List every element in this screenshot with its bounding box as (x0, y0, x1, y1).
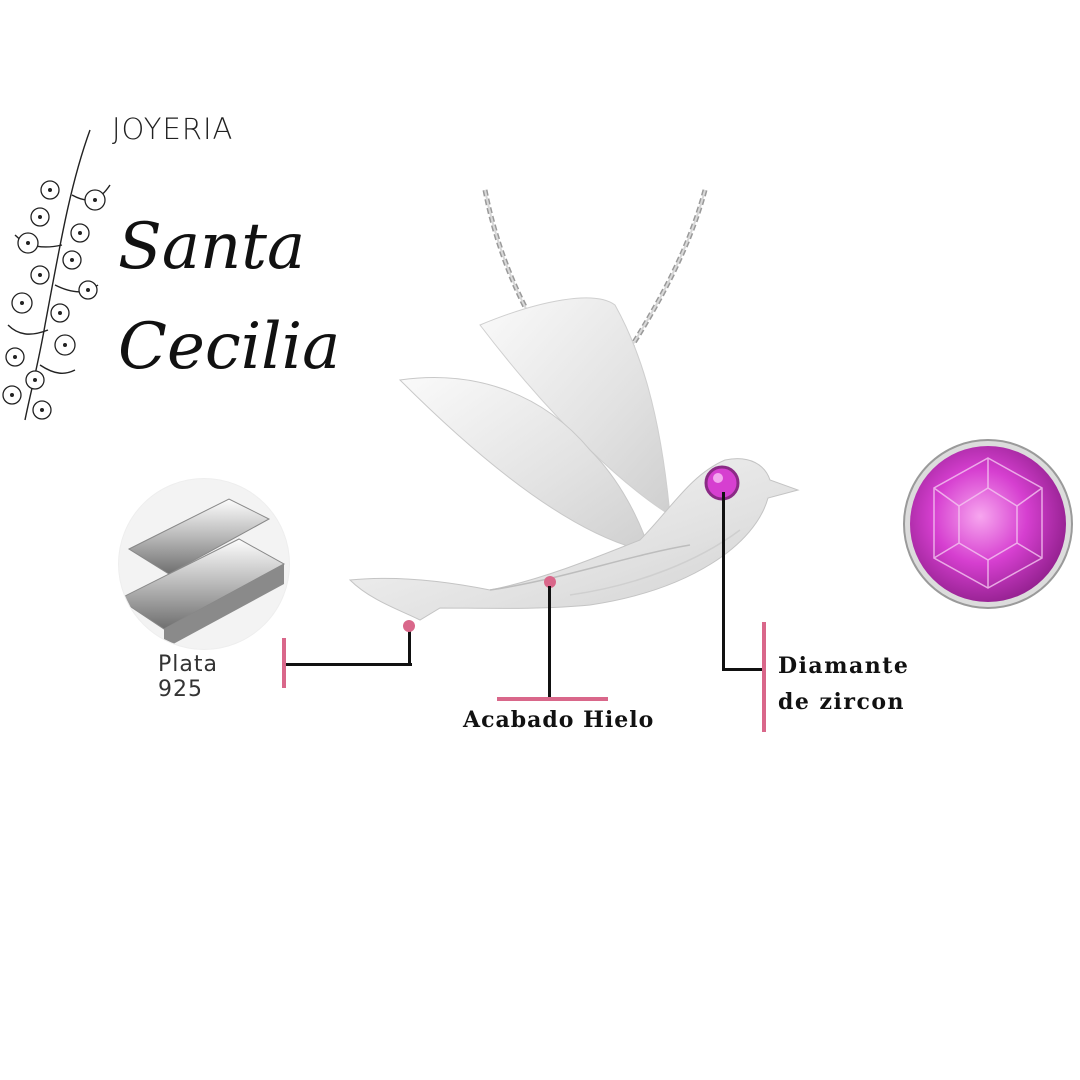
brand-name-line2: Cecilia (118, 310, 341, 384)
silver-bars-icon (119, 498, 286, 649)
silver-bars-thumbnail (118, 478, 290, 650)
stone-label-line2: de zircon (778, 689, 906, 715)
stone-label-line1: Diamante (778, 653, 910, 679)
zircon-gem-icon (903, 439, 1073, 609)
silver-callout-bar (282, 638, 286, 688)
silver-callout-dot (403, 620, 415, 632)
silver-callout-line-h (286, 663, 412, 666)
stone-label: Diamante de zircon (778, 648, 909, 720)
silver-callout-line-v (408, 627, 411, 666)
stone-callout-line-h (722, 668, 762, 671)
stone-callout-line-v (722, 492, 725, 670)
brand-prefix: JOYERIA (112, 112, 234, 146)
finish-callout-dot (544, 576, 556, 588)
silver-label-text: Plata 925 (158, 652, 218, 702)
finish-label-text: Acabado Hielo (463, 707, 655, 733)
brand-name-line1: Santa (118, 210, 306, 284)
stone-callout-bar (762, 622, 766, 732)
finish-callout-bar (497, 697, 608, 701)
flower-branch-icon (2, 129, 111, 421)
finish-callout-line-v (548, 586, 551, 698)
bird-pendant-icon (348, 297, 800, 621)
